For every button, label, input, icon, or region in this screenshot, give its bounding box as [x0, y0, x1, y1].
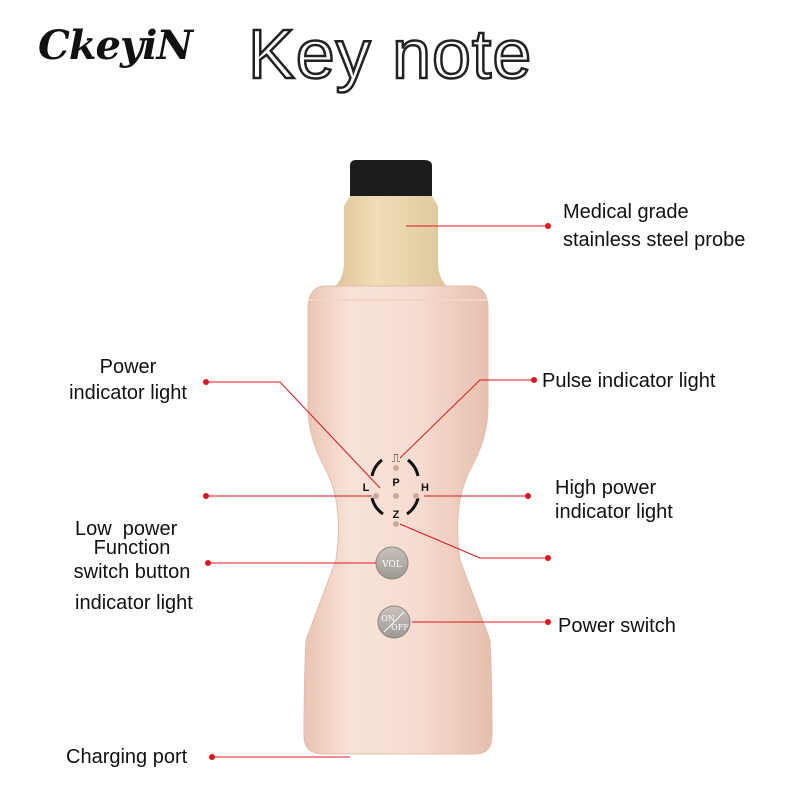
label-pulse-indicator: Pulse indicator light [542, 370, 716, 392]
label-function-switch: Function switch button [62, 536, 202, 584]
low-led [373, 493, 379, 499]
high-led [413, 493, 419, 499]
label-low-power-line2: indicator light [75, 592, 193, 614]
indicator-letter-p: P [392, 477, 399, 489]
indicator-letter-z: Z [393, 509, 400, 521]
pulse-glyph: ⎍ [392, 451, 401, 465]
label-probe-line1: Medical grade [563, 201, 689, 223]
label-probe-line2: stainless steel probe [563, 229, 746, 251]
power-button-off: OFF [391, 623, 409, 632]
vol-button[interactable]: VOL [375, 546, 409, 580]
indicator-letter-h: H [421, 482, 429, 494]
label-low-power: Low power indicator light [75, 469, 193, 639]
label-high-power-line1: High power [555, 477, 657, 499]
leader-lines [206, 225, 548, 758]
indicator-letter-l: L [363, 482, 370, 494]
brand-logo: CkeyiN [38, 22, 193, 69]
label-function-switch-line1: Function [93, 537, 171, 559]
steel-probe [318, 160, 464, 296]
leader-dots [203, 223, 551, 760]
indicator-ring [370, 458, 420, 516]
label-charging-port: Charging port [66, 746, 188, 768]
pulse-led [393, 465, 399, 471]
zone-led [393, 521, 399, 527]
label-function-switch-line2: switch button [73, 561, 191, 583]
label-high-power-line2: indicator light [555, 501, 673, 523]
label-probe: Medical grade stainless steel probe [563, 200, 745, 252]
power-button[interactable]: ON OFF [377, 605, 411, 639]
power-button-on: ON [381, 614, 395, 623]
device-body [303, 285, 493, 755]
label-high-power: High power indicator light [555, 476, 673, 524]
label-low-power-line1: Low power [75, 518, 178, 540]
label-power-indicator-line1: Power [99, 356, 157, 378]
label-power-switch: Power switch [558, 615, 676, 637]
label-power-indicator: Power indicator light [58, 355, 198, 405]
vol-button-label: VOL [381, 560, 402, 570]
page-title: Key note [247, 14, 533, 95]
label-power-indicator-line2: indicator light [69, 382, 187, 404]
power-led [393, 493, 399, 499]
